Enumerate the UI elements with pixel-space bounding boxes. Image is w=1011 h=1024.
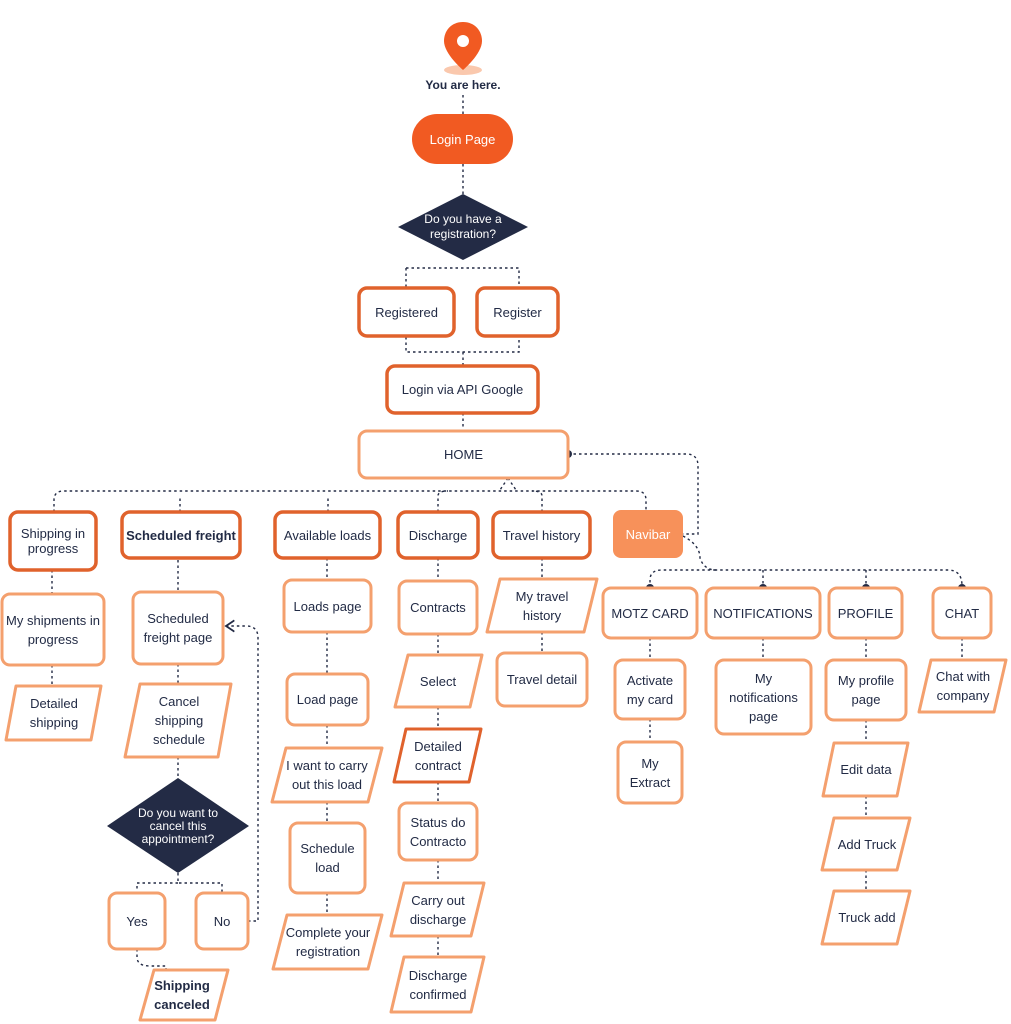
navibar-label: Navibar xyxy=(625,526,671,542)
scheduled-freight-page-node xyxy=(131,590,225,666)
schedule-load-node xyxy=(288,821,367,895)
detailed-shipping-label: Detailed shipping xyxy=(29,696,79,730)
available-loads-label: Available loads xyxy=(283,527,372,543)
carry-out-discharge-node xyxy=(389,881,486,938)
complete-registration-label: Complete your registration xyxy=(285,925,371,959)
yes-label: Yes xyxy=(126,913,148,929)
home-label: HOME xyxy=(444,447,483,462)
select-node xyxy=(393,653,484,709)
motz-card-label: MOTZ CARD xyxy=(611,605,689,621)
chat-node xyxy=(931,586,993,640)
discharge-confirmed-node xyxy=(389,955,486,1014)
status-contract-node xyxy=(397,801,479,862)
activate-card-label: Activate my card xyxy=(626,672,674,707)
cancel-decision-node xyxy=(107,778,249,873)
notifications-label: NOTIFICATIONS xyxy=(713,605,813,621)
login-google-node xyxy=(385,364,540,415)
registered-label: Registered xyxy=(375,304,438,320)
my-extract-label: My Extract xyxy=(629,755,671,790)
chat-with-company-label: Chat with company xyxy=(935,669,991,703)
connectors xyxy=(51,95,963,970)
shipping-in-progress-node xyxy=(8,510,98,572)
login-google-label: Login via API Google xyxy=(401,382,524,397)
add-truck-label: Add Truck xyxy=(837,836,897,852)
login-page-node xyxy=(412,114,513,164)
edit-data-node xyxy=(821,741,910,798)
you-are-here-caption: You are here. xyxy=(425,77,501,92)
profile-node xyxy=(827,586,904,640)
shipping-canceled-label: Shipping canceled xyxy=(154,978,210,1012)
scheduled-freight-node xyxy=(120,510,242,560)
chat-with-company-node xyxy=(917,658,1008,714)
my-shipments-node xyxy=(0,592,106,667)
carry-out-discharge-label: Carry out discharge xyxy=(409,892,467,927)
complete-registration-node xyxy=(271,913,384,971)
notifications-node xyxy=(704,586,822,640)
my-notifications-node xyxy=(714,658,813,736)
load-page-label: Load page xyxy=(296,692,359,707)
my-extract-node xyxy=(616,740,684,805)
loads-page-label: Loads page xyxy=(293,598,362,614)
status-contract-label: Status do Contracto xyxy=(409,814,467,849)
travel-detail-node xyxy=(495,651,589,708)
register-node xyxy=(475,286,560,338)
scheduled-freight-page-label: Scheduled freight page xyxy=(143,611,213,645)
cancel-shipping-label: Cancel shipping schedule xyxy=(152,694,206,747)
truck-add-node xyxy=(820,889,912,946)
scheduled-freight-label: Scheduled freight xyxy=(126,527,236,543)
carry-out-load-node xyxy=(270,746,384,804)
travel-history-label: Travel history xyxy=(502,527,581,543)
discharge-confirmed-label: Discharge confirmed xyxy=(408,967,468,1002)
truck-add-label: Truck add xyxy=(838,910,896,925)
edit-data-label: Edit data xyxy=(840,762,892,777)
registration-decision-label: Do you have a registration? xyxy=(424,212,502,241)
registration-decision-node xyxy=(398,194,528,260)
profile-label: PROFILE xyxy=(837,605,894,621)
no-label: No xyxy=(213,913,231,929)
register-label: Register xyxy=(493,304,542,320)
my-notifications-label: My notifications page xyxy=(729,670,798,724)
schedule-load-label: Schedule load xyxy=(300,841,355,875)
discharge-node xyxy=(396,510,480,560)
my-shipments-label: My shipments in progress xyxy=(6,612,100,647)
my-travel-history-node xyxy=(485,577,599,634)
carry-out-load-label: I want to carry out this load xyxy=(286,758,368,792)
add-truck-node xyxy=(820,816,912,872)
contracts-label: Contracts xyxy=(410,600,466,615)
registered-node xyxy=(357,286,456,338)
cancel-shipping-node xyxy=(123,682,233,759)
cancel-decision-label: Do you want to cancel this appointment? xyxy=(137,805,219,846)
select-label: Select xyxy=(419,673,457,689)
loads-page-node xyxy=(282,578,373,634)
my-travel-history-label: My travel history xyxy=(515,588,569,623)
shipping-in-progress-label: Shipping in progress xyxy=(20,526,86,556)
activate-card-node xyxy=(613,658,687,721)
motz-card-node xyxy=(601,586,699,640)
travel-detail-label: Travel detail xyxy=(506,672,578,687)
chat-label: CHAT xyxy=(944,605,980,621)
yes-node xyxy=(107,891,167,951)
shipping-canceled-node xyxy=(138,968,230,1022)
detailed-contract-label: Detailed contract xyxy=(414,738,462,773)
navibar-node xyxy=(613,510,683,558)
my-profile-page-node xyxy=(824,658,908,722)
no-node xyxy=(194,891,250,951)
detailed-shipping-node xyxy=(4,684,103,742)
contracts-node xyxy=(397,579,479,636)
detailed-contract-node xyxy=(392,727,483,784)
my-profile-page-label: My profile page xyxy=(837,673,895,707)
location-pin-icon xyxy=(444,22,482,75)
home-node xyxy=(357,429,570,480)
load-page-node xyxy=(285,672,370,727)
travel-history-node xyxy=(491,510,592,560)
login-page-label: Login Page xyxy=(429,131,496,147)
discharge-label: Discharge xyxy=(408,527,468,543)
available-loads-node xyxy=(273,510,382,560)
